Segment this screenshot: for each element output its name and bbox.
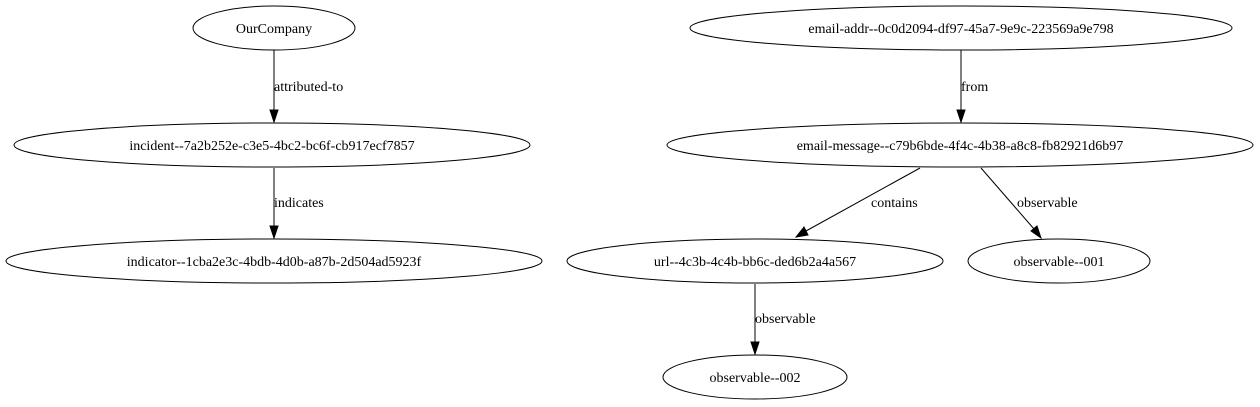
node-indicator: indicator--1cba2e3c-4bdb-4d0b-a87b-2d504… xyxy=(5,238,543,284)
node-label-indicator: indicator--1cba2e3c-4bdb-4d0b-a87b-2d504… xyxy=(127,255,422,270)
node-label-ourcompany: OurCompany xyxy=(236,22,312,37)
node-url: url--4c3b-4c4b-bb6c-ded6b2a4a567 xyxy=(566,238,944,284)
node-observable-002: observable--002 xyxy=(662,354,848,400)
edge-observable-from-message xyxy=(980,167,1042,240)
edge-observable-from-url xyxy=(750,284,760,356)
edge-label-observable-url: observable xyxy=(755,312,816,327)
node-label-email-message: email-message--c79b6bde-4f4c-4b38-a8c8-f… xyxy=(797,139,1124,154)
node-label-url: url--4c3b-4c4b-bb6c-ded6b2a4a567 xyxy=(654,255,856,270)
node-observable-001: observable--001 xyxy=(967,238,1151,284)
node-email-message: email-message--c79b6bde-4f4c-4b38-a8c8-f… xyxy=(666,122,1254,168)
node-email-addr: email-addr--0c0d2094-df97-45a7-9e9c-2235… xyxy=(689,5,1233,51)
node-label-incident: incident--7a2b252e-c3e5-4bc2-bc6f-cb917e… xyxy=(129,139,414,154)
edge-contains xyxy=(794,167,921,238)
edge-indicates xyxy=(269,168,279,240)
edge-label-contains: contains xyxy=(871,196,918,211)
node-label-observable-002: observable--002 xyxy=(710,371,801,386)
node-incident: incident--7a2b252e-c3e5-4bc2-bc6f-cb917e… xyxy=(13,122,531,168)
node-ourcompany: OurCompany xyxy=(192,5,356,51)
edge-label-indicates: indicates xyxy=(274,196,324,211)
edge-label-observable-message: observable xyxy=(1017,196,1078,211)
edge-label-from: from xyxy=(961,80,988,95)
edge-label-attributed-to: attributed-to xyxy=(274,80,343,95)
node-label-email-addr: email-addr--0c0d2094-df97-45a7-9e9c-2235… xyxy=(808,22,1113,37)
node-label-observable-001: observable--001 xyxy=(1014,255,1105,270)
edge-from xyxy=(956,50,966,124)
edge-attributed-to xyxy=(269,50,279,124)
